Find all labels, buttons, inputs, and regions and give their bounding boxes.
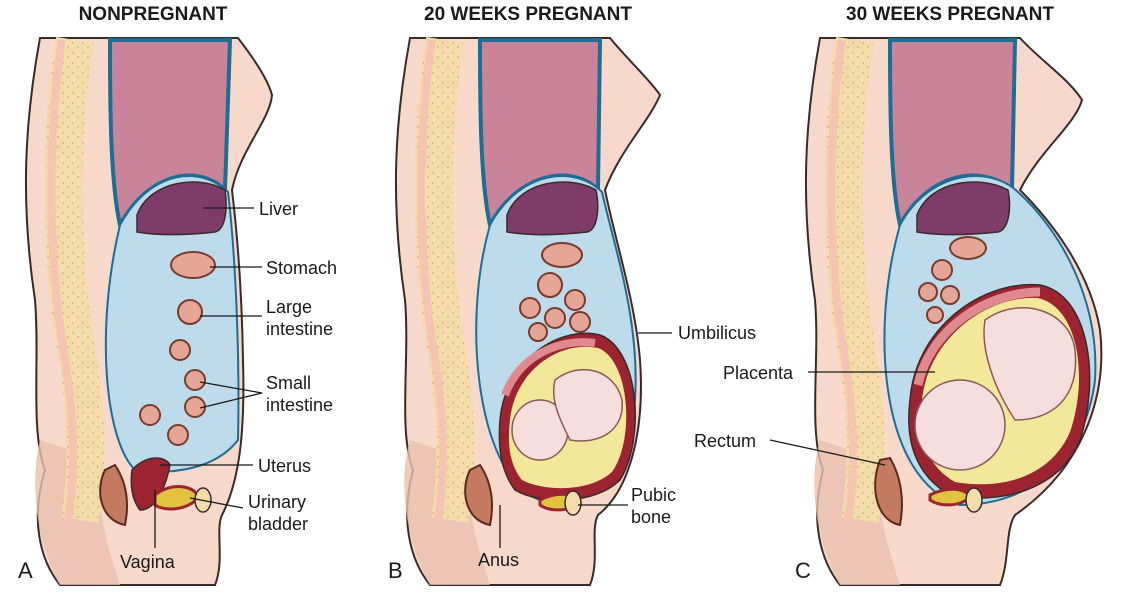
liver-c bbox=[916, 181, 1011, 236]
label-stomach: Stomach bbox=[266, 258, 338, 278]
abdomen-a bbox=[104, 175, 240, 473]
panel-b-title: 20 WEEKS PREGNANT bbox=[424, 4, 632, 25]
liver-b bbox=[506, 181, 599, 236]
large-intestine-a bbox=[177, 299, 203, 325]
panel-c-title: 30 WEEKS PREGNANT bbox=[846, 4, 1054, 25]
panel-a-letter: A bbox=[18, 558, 33, 583]
panel-a-title: NONPREGNANT bbox=[78, 4, 228, 25]
spine-c bbox=[824, 36, 885, 524]
label-uterus: Uterus bbox=[258, 456, 312, 476]
placenta-b bbox=[501, 338, 596, 397]
panel-b-letter: B bbox=[388, 558, 403, 583]
panel-c-letter: C bbox=[795, 558, 811, 583]
spine-b bbox=[414, 36, 475, 524]
rectum-b bbox=[464, 463, 493, 527]
label-anus: Anus bbox=[478, 550, 520, 570]
fetus-body-b bbox=[552, 369, 623, 442]
placenta-c bbox=[913, 287, 1041, 387]
spine-a bbox=[44, 36, 105, 524]
label-liver: Liver bbox=[259, 199, 299, 219]
panel-c-figure bbox=[769, 36, 1103, 586]
fetus-body-c bbox=[983, 307, 1077, 421]
label-umbilicus: Umbilicus bbox=[678, 323, 757, 343]
stomach-c bbox=[949, 236, 987, 260]
stomach-b bbox=[541, 242, 583, 268]
panel-b-figure bbox=[394, 36, 672, 586]
rectum-c bbox=[874, 456, 903, 527]
liver-a bbox=[136, 181, 227, 236]
label-large-intestine: Large intestine bbox=[266, 297, 334, 339]
rectum-a bbox=[99, 463, 128, 527]
pubic-bone-c bbox=[965, 487, 983, 513]
label-placenta: Placenta bbox=[723, 363, 794, 383]
label-rectum: Rectum bbox=[694, 431, 757, 451]
label-urinary-bladder: Urinary bladder bbox=[248, 492, 309, 534]
stomach-a bbox=[170, 251, 216, 279]
spinal-cord-a bbox=[47, 39, 78, 521]
fetus-head-c bbox=[914, 379, 1006, 471]
label-small-intestine: Small intestine bbox=[266, 373, 334, 415]
label-pubic-bone: Pubic bone bbox=[631, 485, 677, 527]
pubic-bone-b bbox=[564, 490, 582, 516]
label-vagina: Vagina bbox=[120, 552, 175, 572]
panel-a-figure bbox=[24, 36, 274, 586]
